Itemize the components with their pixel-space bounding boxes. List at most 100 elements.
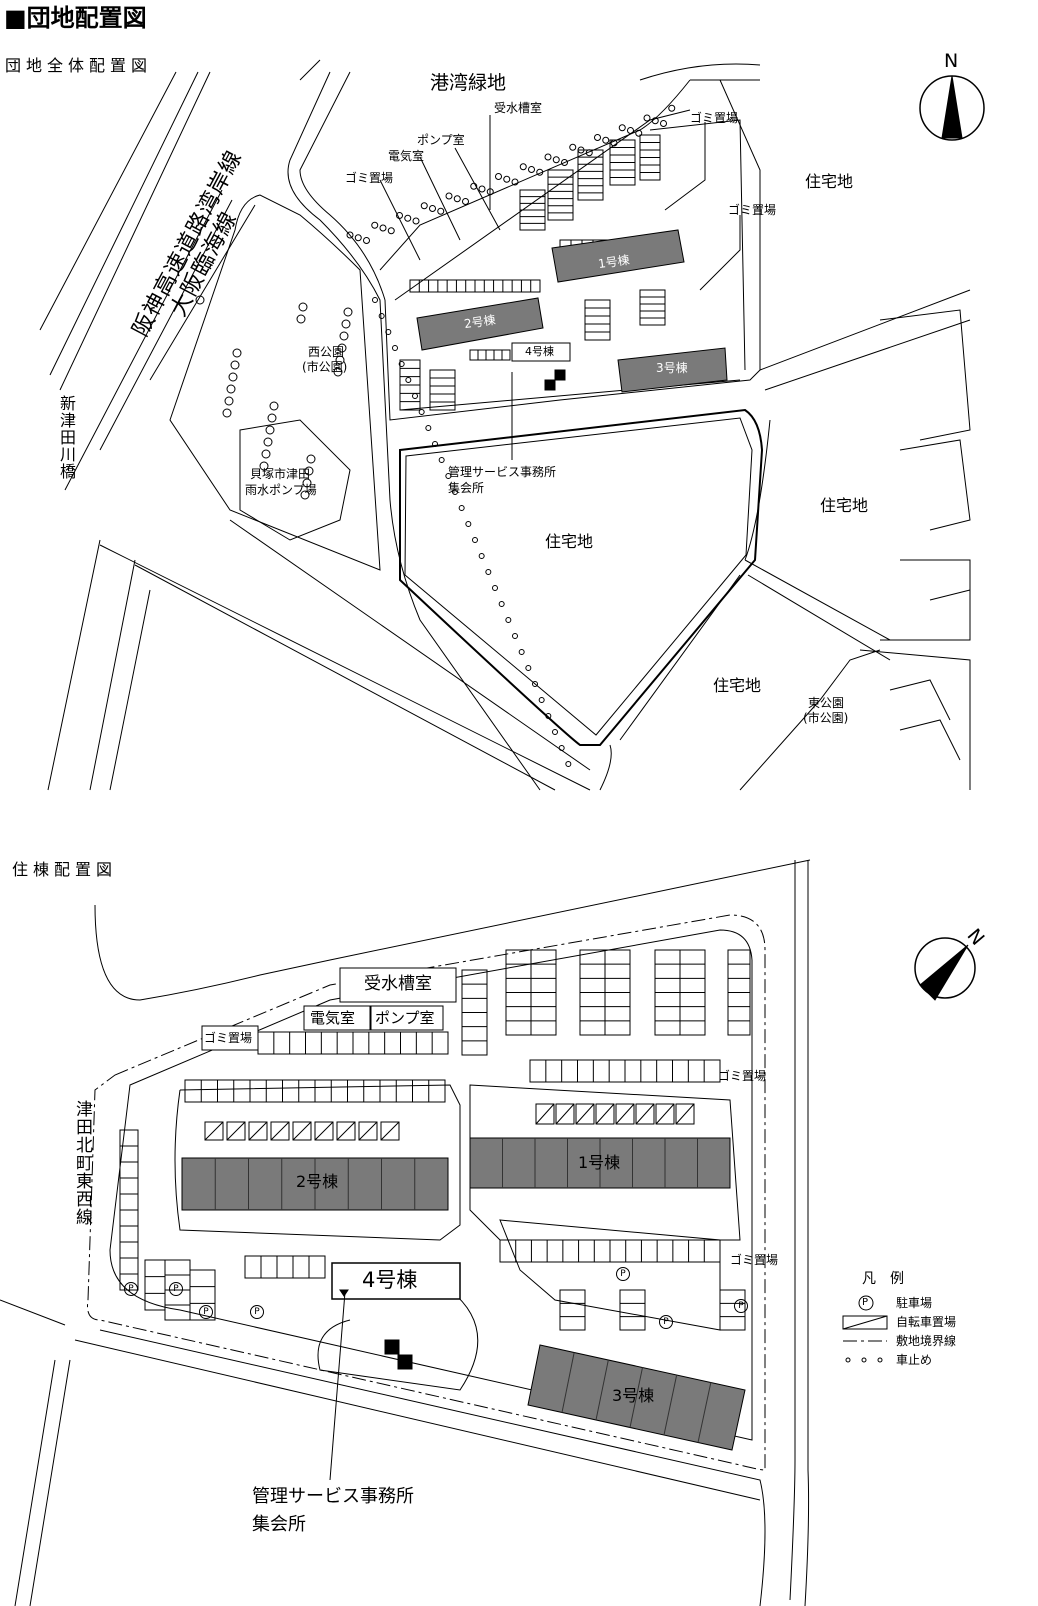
bollard	[405, 377, 412, 383]
tree	[265, 425, 275, 435]
bollard	[518, 649, 525, 655]
tree	[354, 234, 362, 242]
tree	[263, 437, 273, 447]
bicycle-rack-line	[535, 1103, 555, 1125]
parking-marker: P	[616, 1267, 630, 1281]
bicycle-rack-line	[204, 1121, 224, 1141]
label-garbage-2-detail: ゴミ置場	[718, 1069, 767, 1083]
tree	[445, 192, 453, 200]
bicycle-rack	[248, 1121, 268, 1141]
tree	[585, 149, 593, 157]
label-electric-detail: 電気室	[310, 1009, 356, 1027]
parking-row	[189, 1269, 216, 1321]
building-unit-divider	[663, 1374, 678, 1436]
tree	[339, 331, 349, 341]
tree	[269, 401, 279, 411]
tree	[544, 153, 552, 161]
bollard	[485, 569, 492, 575]
tree	[536, 168, 544, 176]
bicycle-rack-line	[292, 1121, 312, 1141]
tree	[561, 159, 568, 166]
bicycle-rack	[314, 1121, 334, 1141]
tree	[643, 114, 651, 122]
building-unit-divider	[561, 1352, 575, 1413]
tree	[298, 302, 308, 312]
bicycle-rack	[655, 1103, 675, 1125]
label-hall-detail: 集会所	[252, 1514, 306, 1535]
bollard	[432, 441, 438, 447]
tree	[412, 217, 420, 225]
bicycle-rack	[226, 1121, 246, 1141]
parking-row	[547, 169, 574, 221]
page-title: ■団地配置図	[4, 4, 147, 32]
bollard	[458, 505, 465, 511]
bollard	[532, 681, 538, 687]
tree	[302, 478, 312, 488]
bicycle-rack	[555, 1103, 575, 1125]
parking-marker: P	[734, 1299, 748, 1313]
label-electric: 電気室	[388, 149, 425, 163]
label-hall: 集会所	[448, 481, 485, 495]
north-label-top: N	[944, 50, 959, 72]
bicycle-rack-line	[655, 1103, 675, 1125]
label-pump-detail: ポンプ室	[375, 1009, 435, 1027]
label-west-park-sub: (市公園)	[302, 360, 348, 374]
parking-marker: P	[199, 1305, 213, 1319]
bollard	[412, 393, 418, 399]
tree	[503, 175, 511, 183]
label-bldg1-detail: 1号棟	[578, 1153, 621, 1172]
bicycle-rack-line	[248, 1121, 268, 1141]
label-east-park-sub: (市公園)	[803, 711, 849, 725]
tree	[259, 461, 269, 471]
label-bldg4: 4号棟	[525, 345, 554, 358]
label-garbage-3: ゴミ置場	[728, 203, 777, 217]
bollard	[385, 329, 392, 335]
tree	[343, 307, 353, 317]
tree	[341, 319, 351, 329]
bollard	[472, 537, 478, 543]
label-garbage-1: ゴミ置場	[345, 171, 394, 185]
bicycle-rack	[380, 1121, 400, 1141]
bollard	[525, 665, 532, 671]
tree	[195, 295, 205, 305]
overview-subtitle: 団地全体配置図	[5, 56, 153, 75]
bicycle-rack-line	[675, 1103, 695, 1125]
label-bridge: 新津田川橋	[57, 395, 76, 480]
bicycle-rack	[535, 1103, 555, 1125]
legend-parking-icon: P	[862, 1297, 869, 1308]
label-pump: ポンプ室	[417, 133, 465, 147]
legend-title: 凡 例	[862, 1271, 904, 1287]
parking-row	[639, 289, 666, 326]
label-residential-4: 住宅地	[713, 676, 762, 695]
label-bldg4-detail: 4号棟	[362, 1268, 418, 1292]
parking-row	[559, 1289, 586, 1331]
tree	[387, 227, 395, 235]
label-pump-station-2: 雨水ポンプ場	[245, 483, 317, 497]
bicycle-rack	[675, 1103, 695, 1125]
legend-item-bicycle: 自転車置場	[896, 1315, 957, 1329]
parking-row	[429, 369, 456, 411]
bollard	[498, 601, 505, 607]
bollard	[452, 489, 458, 495]
bicycle-rack	[336, 1121, 356, 1141]
bicycle-rack-line	[615, 1103, 635, 1125]
tree	[222, 408, 232, 418]
tree	[651, 117, 659, 125]
tree	[462, 198, 469, 205]
bollard	[512, 633, 518, 639]
detail-subtitle: 住棟配置図	[12, 860, 118, 879]
tree	[304, 466, 314, 476]
tree	[478, 185, 486, 193]
label-green: 港湾緑地	[430, 72, 507, 94]
bollard	[465, 521, 472, 527]
label-pump-station-1: 貝塚市津田	[250, 467, 311, 481]
bollard	[392, 345, 398, 351]
tree	[610, 139, 618, 147]
label-east-park: 東公園	[808, 696, 845, 710]
tree	[627, 127, 634, 134]
legend-item-bollard: 車止め	[896, 1353, 933, 1367]
parking-marker: P	[169, 1282, 183, 1296]
tree	[230, 360, 240, 370]
bldg2-shape	[416, 297, 544, 351]
